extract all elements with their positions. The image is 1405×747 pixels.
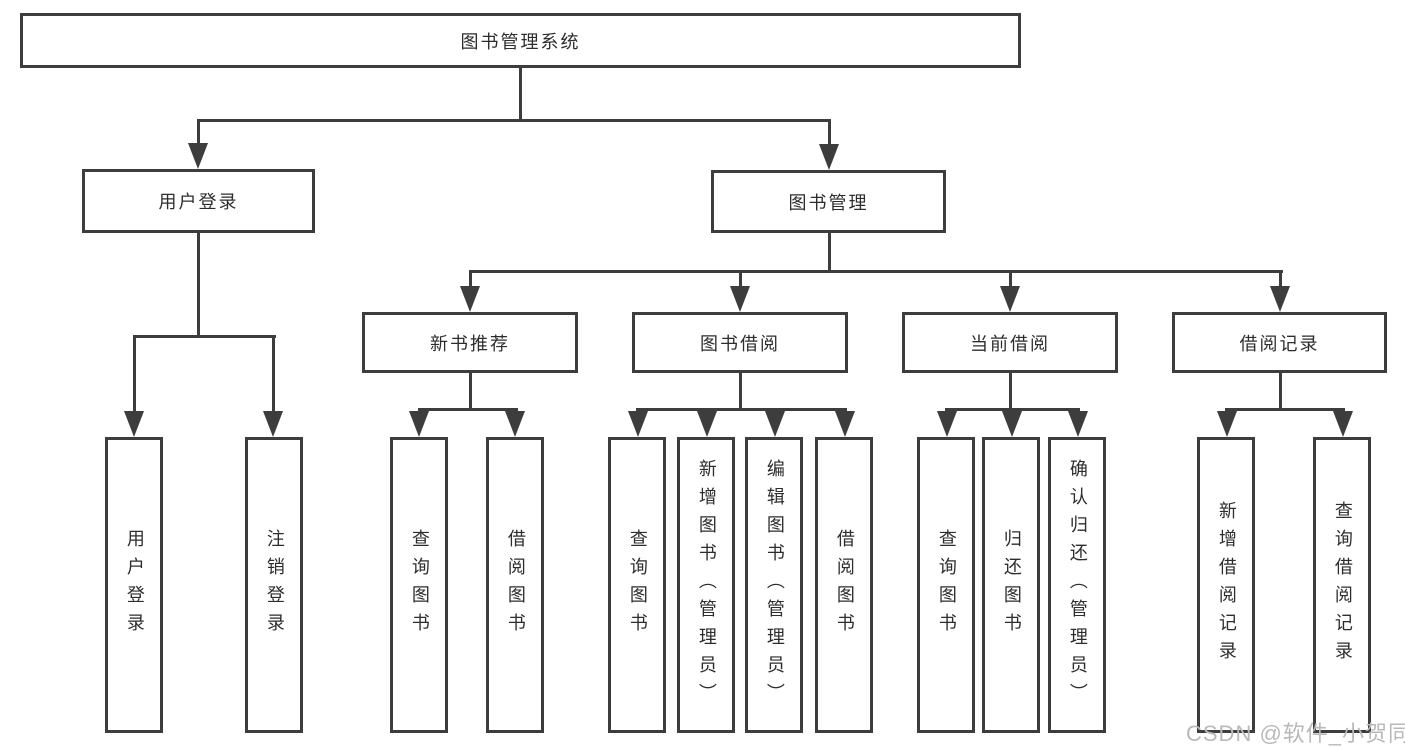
leaf-user-login: 用户登录 <box>105 437 163 733</box>
arrow-down-icon <box>765 411 785 437</box>
leaf-query-borrow-record: 查询借阅记录 <box>1313 437 1371 733</box>
node-user-login-label: 用户登录 <box>158 192 239 212</box>
connector-vline <box>133 335 136 415</box>
node-book-system: 图书管理系统 <box>20 13 1021 68</box>
node-current-borrowing-label: 当前借阅 <box>970 333 1050 354</box>
connector-hline <box>469 270 1283 273</box>
arrow-down-icon <box>835 411 855 437</box>
arrow-down-icon <box>1333 411 1353 437</box>
leaf-user-login-label: 用户登录 <box>124 529 145 641</box>
arrow-down-icon <box>188 143 208 169</box>
arrow-down-icon <box>409 411 429 437</box>
leaf-query-books-current-label: 查询图书 <box>936 529 957 641</box>
leaf-edit-books-admin: 编辑图书（管理员） <box>745 437 803 733</box>
connector-hline <box>636 408 847 411</box>
connector-vline <box>828 119 831 146</box>
leaf-query-books-recommend: 查询图书 <box>390 437 448 733</box>
leaf-query-books-recommend-label: 查询图书 <box>409 529 430 641</box>
leaf-add-borrow-record-label: 新增借阅记录 <box>1216 501 1237 669</box>
arrow-down-icon <box>505 411 525 437</box>
arrow-down-icon <box>1068 411 1088 437</box>
leaf-return-books-label: 归还图书 <box>1001 529 1022 641</box>
connector-vline <box>1279 270 1282 290</box>
connector-vline <box>1279 373 1282 411</box>
arrow-down-icon <box>628 411 648 437</box>
leaf-borrow-books-recommend: 借阅图书 <box>486 437 544 733</box>
arrow-down-icon <box>1000 286 1020 312</box>
leaf-add-borrow-record: 新增借阅记录 <box>1197 437 1255 733</box>
node-book-borrowing: 图书借阅 <box>632 312 848 373</box>
connector-vline <box>519 68 522 121</box>
connector-hline <box>418 408 518 411</box>
arrow-down-icon <box>697 411 717 437</box>
node-book-management: 图书管理 <box>711 170 946 233</box>
node-borrow-records: 借阅记录 <box>1172 312 1387 373</box>
node-new-book-recommend: 新书推荐 <box>362 312 578 373</box>
leaf-logout: 注销登录 <box>245 437 303 733</box>
connector-vline <box>469 270 472 290</box>
leaf-borrow-books-label: 借阅图书 <box>834 529 855 641</box>
arrow-down-icon <box>124 411 144 437</box>
node-borrow-records-label: 借阅记录 <box>1239 333 1320 354</box>
leaf-query-books-current: 查询图书 <box>917 437 975 733</box>
connector-vline <box>1009 373 1012 411</box>
leaf-borrow-books: 借阅图书 <box>815 437 873 733</box>
connector-hline <box>197 119 831 122</box>
arrow-down-icon <box>460 286 480 312</box>
leaf-add-books-admin-label: 新增图书（管理员） <box>696 459 717 711</box>
arrow-down-icon <box>937 411 957 437</box>
arrow-down-icon <box>1270 286 1290 312</box>
node-book-borrowing-label: 图书借阅 <box>700 333 780 354</box>
connector-hline <box>1225 408 1345 411</box>
arrow-down-icon <box>819 144 839 170</box>
node-book-system-label: 图书管理系统 <box>460 31 581 52</box>
connector-vline <box>197 119 200 146</box>
arrow-down-icon <box>730 286 750 312</box>
connector-vline <box>272 335 275 415</box>
connector-vline <box>828 233 831 273</box>
connector-vline <box>739 270 742 290</box>
leaf-edit-books-admin-label: 编辑图书（管理员） <box>764 459 785 711</box>
connector-vline <box>469 373 472 411</box>
node-user-login: 用户登录 <box>82 169 315 233</box>
connector-vline <box>739 373 742 411</box>
leaf-add-books-admin: 新增图书（管理员） <box>677 437 735 733</box>
arrow-down-icon <box>1217 411 1237 437</box>
leaf-borrow-books-recommend-label: 借阅图书 <box>505 529 526 641</box>
leaf-return-books: 归还图书 <box>982 437 1040 733</box>
csdn-watermark: CSDN @软件_小贺同学 <box>1186 721 1405 746</box>
connector-vline <box>1009 270 1012 290</box>
connector-vline <box>197 233 200 338</box>
connector-hline <box>133 335 276 338</box>
node-new-book-recommend-label: 新书推荐 <box>430 333 510 354</box>
leaf-confirm-return-admin-label: 确认归还（管理员） <box>1067 459 1088 711</box>
arrow-down-icon <box>1002 411 1022 437</box>
node-book-management-label: 图书管理 <box>788 192 869 213</box>
arrow-down-icon <box>263 411 283 437</box>
leaf-query-books-borrowing-label: 查询图书 <box>627 529 648 641</box>
node-current-borrowing: 当前借阅 <box>902 312 1118 373</box>
leaf-query-borrow-record-label: 查询借阅记录 <box>1332 501 1353 669</box>
leaf-query-books-borrowing: 查询图书 <box>608 437 666 733</box>
leaf-logout-label: 注销登录 <box>264 529 285 641</box>
leaf-confirm-return-admin: 确认归还（管理员） <box>1048 437 1106 733</box>
